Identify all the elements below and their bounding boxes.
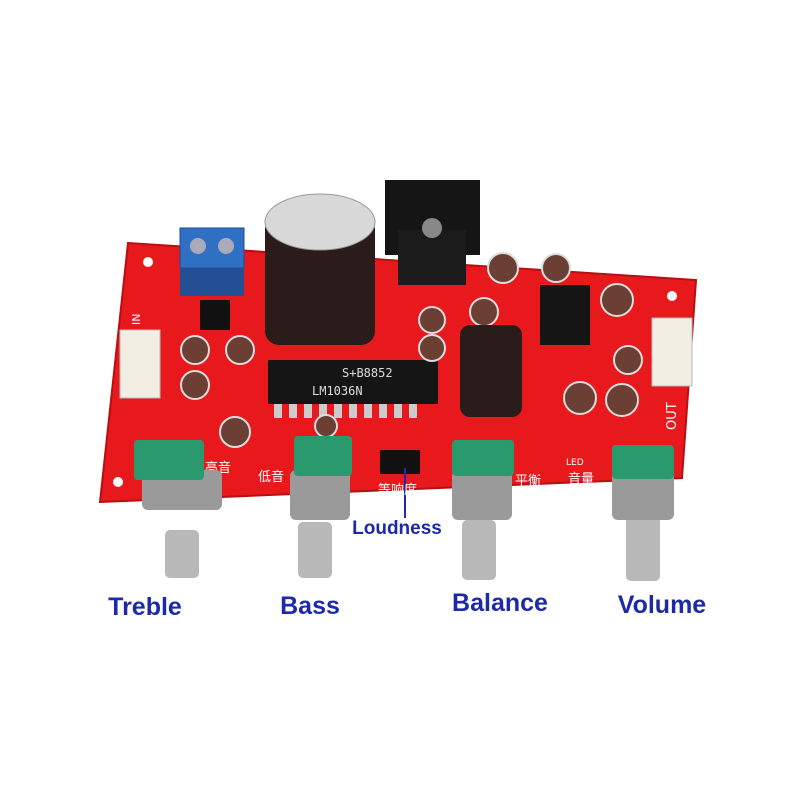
mount-hole <box>113 477 123 487</box>
silk-out: OUT <box>665 402 680 430</box>
lm1036-chip <box>268 360 438 404</box>
mount-hole <box>667 291 677 301</box>
op-amp-chip <box>540 285 590 345</box>
caption-volume: Volume <box>617 591 707 619</box>
caption-balance: Balance <box>452 589 548 617</box>
potentiometer-volume <box>612 445 674 581</box>
voltage-regulator <box>398 230 466 285</box>
potentiometer-balance <box>452 440 514 580</box>
caption-treble: Treble <box>108 593 182 621</box>
silk-balance: 平衡 <box>515 474 541 489</box>
potentiometer-bass <box>290 436 352 578</box>
input-connector <box>119 329 161 399</box>
medium-capacitor <box>460 325 522 417</box>
terminal-block <box>179 227 245 269</box>
mount-hole <box>143 257 153 267</box>
small-capacitors <box>180 252 643 448</box>
output-connector <box>651 317 693 387</box>
large-capacitor <box>265 215 375 345</box>
caption-loudness: Loudness <box>352 518 442 539</box>
caption-bass: Bass <box>280 592 340 620</box>
chip-marking-2: LM1036N <box>312 384 363 398</box>
silk-volume: 音量 <box>568 471 594 487</box>
silk-loudness: 等响度 <box>378 482 417 498</box>
silk-bass: 低音 <box>258 469 284 485</box>
silk-in: IN <box>130 314 143 325</box>
chip-marking-1: S+B8852 <box>342 366 393 380</box>
silk-led: LED <box>566 458 584 468</box>
loudness-jumper <box>380 450 420 474</box>
potentiometer-treble <box>134 440 222 578</box>
